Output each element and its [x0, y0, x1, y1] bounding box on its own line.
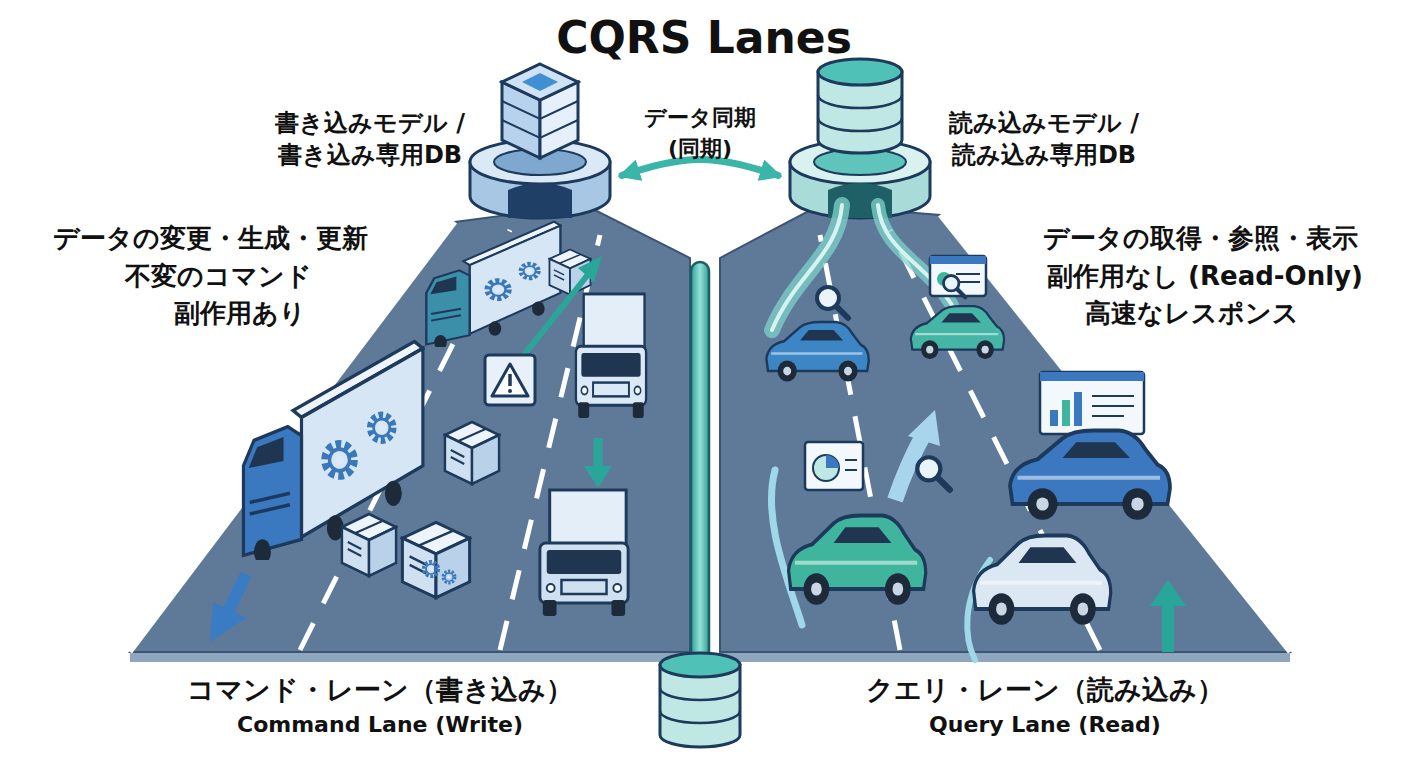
edge-label: データ同期 (同期)	[634, 103, 766, 165]
read-db-icon	[790, 140, 930, 184]
read-db-icon	[818, 72, 902, 153]
lane-marking	[500, 235, 600, 650]
write-db-icon	[540, 82, 578, 158]
write-db-icon	[502, 101, 578, 119]
shared-db-cylinder	[660, 653, 740, 747]
read-db-icon	[818, 118, 902, 131]
annotation-text: 副作用あり	[174, 296, 306, 331]
diagram-title: CQRS Lanes	[0, 12, 1408, 63]
median-pipe	[691, 262, 709, 664]
database-node: 書き込みモデル / 書き込み専用DB	[262, 55, 622, 220]
lane-marking	[300, 230, 510, 650]
lane-marking	[820, 235, 900, 650]
annotation-text: 不変のコマンド	[125, 259, 312, 294]
sync-arrow	[622, 159, 778, 175]
write-db-icon	[470, 64, 610, 218]
annotation-text: データの取得・参照・表示	[1043, 221, 1358, 256]
write-db-icon	[502, 120, 578, 138]
node-heading: 書き込みモデル / 書き込み専用DB	[274, 107, 466, 172]
lane-label: コマンド・レーン（書き込み）	[120, 672, 640, 708]
lane-marking	[890, 230, 1100, 650]
road-shoulder	[130, 652, 690, 662]
read-db-icon	[814, 149, 906, 175]
lane-label: Command Lane (Write)	[120, 710, 640, 740]
lane-label: クエリ・レーン（読み込み）	[785, 672, 1305, 708]
database-node: 読み込みモデル / 読み込み専用DB	[778, 55, 1178, 220]
write-db-icon	[502, 64, 578, 100]
median-pipe	[691, 262, 709, 664]
shared-db-cylinder	[660, 665, 740, 747]
chart-panel	[1092, 395, 1134, 397]
node-heading: 読み込みモデル / 読み込み専用DB	[948, 107, 1140, 172]
road-shoulder	[720, 652, 1290, 662]
write-db-icon	[494, 149, 586, 175]
annotation-text: 高速なレスポンス	[1085, 296, 1299, 331]
chart-panel	[1092, 405, 1134, 407]
read-db-icon	[790, 59, 930, 218]
write-db-icon	[522, 73, 558, 91]
read-db-icon	[818, 95, 902, 108]
write-db-icon	[502, 82, 540, 158]
lane-label: Query Lane (Read)	[785, 710, 1305, 740]
annotation-text: 副作用なし (Read-Only)	[1047, 259, 1363, 294]
annotation-text: データの変更・生成・更新	[53, 221, 368, 256]
write-db-icon	[470, 140, 610, 184]
shared-db-cylinder	[660, 688, 740, 700]
shared-db-cylinder	[660, 711, 740, 723]
